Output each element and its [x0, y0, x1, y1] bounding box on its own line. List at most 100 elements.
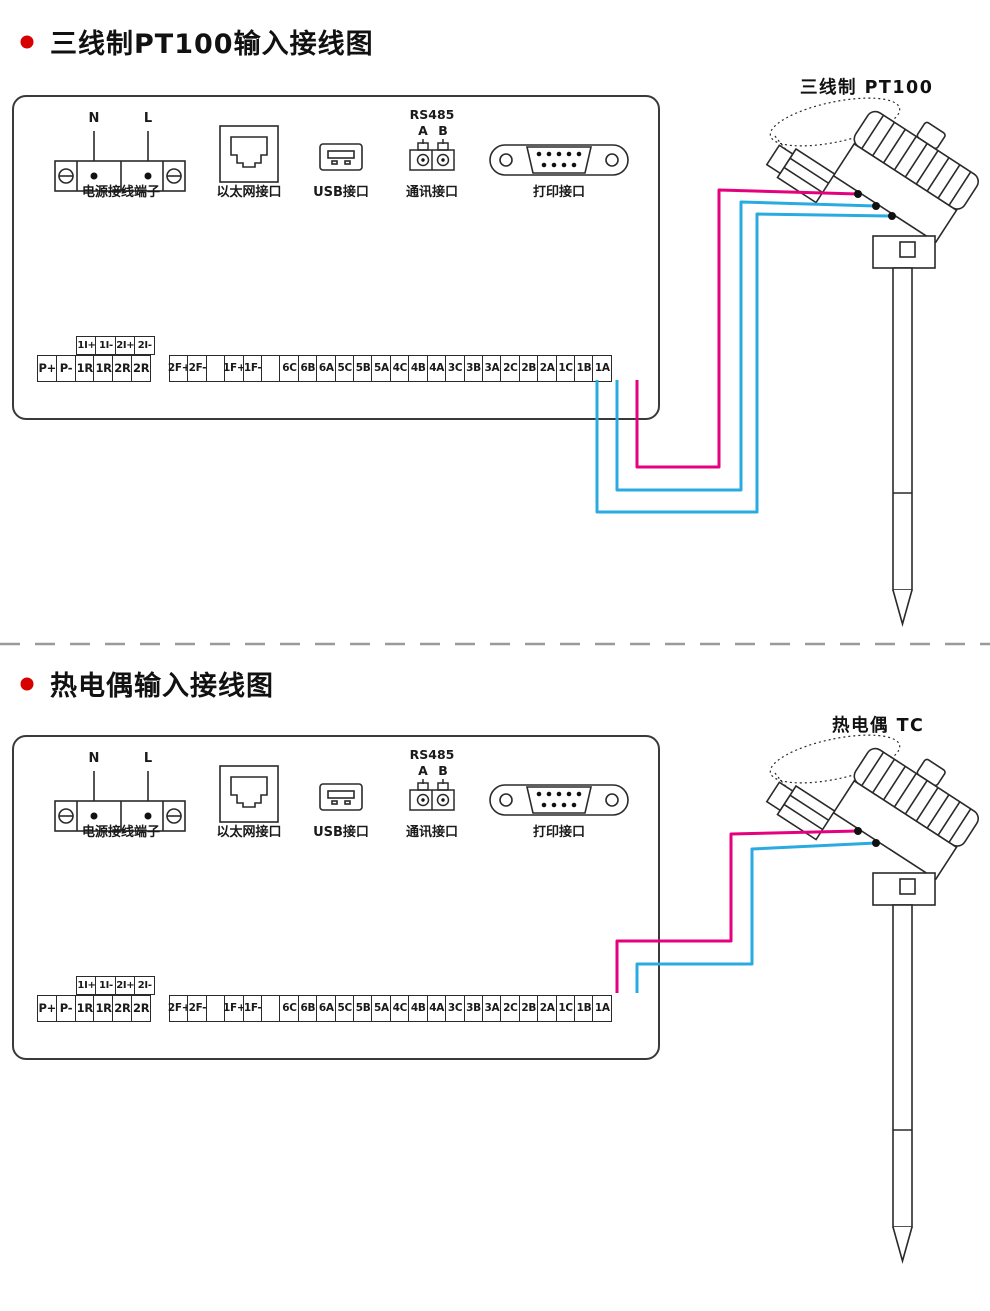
terminal-cell: 4B — [408, 995, 429, 1022]
terminal-cell: 2R — [130, 995, 152, 1022]
terminal-cell: 4C — [389, 995, 410, 1022]
printer-port-icon — [489, 784, 629, 816]
sensor-label-tc: 热电偶 TC — [832, 716, 925, 736]
terminal-cell: 1R — [74, 355, 95, 382]
terminal-cell: 1R — [93, 355, 114, 382]
terminal-cell: 2R — [112, 355, 133, 382]
terminal-cell: 2R — [112, 995, 133, 1022]
terminal-cell: 1R — [74, 995, 95, 1022]
printer-port-icon — [489, 144, 629, 176]
rs485-port-graphic — [409, 779, 455, 811]
power-terminal-graphic — [54, 131, 186, 192]
terminal-cell: 6A — [316, 995, 337, 1022]
terminal-cell: 2F+ — [168, 355, 191, 382]
terminal-cell: 2R — [130, 355, 152, 382]
terminal-cell: P+ — [37, 995, 58, 1022]
terminal-cell: 1A — [592, 355, 613, 382]
usb-label: USB接口 — [313, 825, 369, 840]
terminal-cell: 1A — [592, 995, 613, 1022]
section-title-pt100: 三线制PT100输入接线图 — [20, 22, 374, 61]
aux-terminal-strip: 1I+1I-2I+2I- — [76, 336, 156, 355]
power-l-label: L — [143, 111, 153, 126]
sensor-label-pt100: 三线制 PT100 — [800, 78, 934, 98]
terminal-cell: 3A — [481, 995, 502, 1022]
terminal-cell — [261, 995, 282, 1022]
terminal-cell: 3A — [481, 355, 502, 382]
terminal-cell: 1F+ — [223, 355, 246, 382]
terminal-cell: 2B — [518, 995, 539, 1022]
rs485-b-label: B — [438, 763, 448, 778]
ethernet-label: 以太网接口 — [216, 825, 282, 840]
terminal-cell: 6B — [297, 355, 318, 382]
terminal-cell: 5B — [353, 995, 374, 1022]
terminal-cell: P- — [55, 355, 77, 382]
terminal-cell: 2A — [537, 355, 558, 382]
rs485-b-label: B — [438, 123, 448, 138]
usb-port-icon — [319, 143, 363, 171]
printer-label: 打印接口 — [532, 825, 586, 840]
power-n-label: N — [88, 751, 100, 766]
terminal-cell: 2F+ — [168, 995, 191, 1022]
terminal-cell: 5B — [353, 355, 374, 382]
terminal-cell: 5C — [334, 995, 355, 1022]
terminal-cell: 2F- — [187, 355, 208, 382]
rs485-port-graphic — [409, 139, 455, 171]
terminal-cell: 1F- — [242, 355, 263, 382]
terminal-cell: 1I+ — [76, 336, 97, 355]
terminal-cell: 6B — [297, 995, 318, 1022]
terminal-cell: P+ — [37, 355, 58, 382]
section-title-tc: 热电偶输入接线图 — [20, 664, 274, 703]
power-l-label: L — [143, 751, 153, 766]
terminal-cell: 1F- — [242, 995, 263, 1022]
terminal-cell: 2A — [537, 995, 558, 1022]
device-panel: N L 电源接线端子 以太网接口 — [12, 95, 660, 420]
terminal-cell: 2B — [518, 355, 539, 382]
rs485-a-label: A — [418, 763, 428, 778]
terminal-cell: 4A — [426, 995, 447, 1022]
terminal-cell: 2C — [500, 995, 521, 1022]
terminal-cell: 2I- — [134, 976, 156, 995]
terminal-cell: 4B — [408, 355, 429, 382]
terminal-cell: 1B — [573, 355, 594, 382]
terminal-cell: 4C — [389, 355, 410, 382]
rs485-a-label: A — [418, 123, 428, 138]
terminal-cell: 6C — [279, 355, 300, 382]
usb-port-icon — [319, 783, 363, 811]
terminal-cell — [261, 355, 282, 382]
terminal-cell: 6C — [279, 995, 300, 1022]
section-title-text: 热电偶输入接线图 — [50, 671, 274, 702]
power-n-label: N — [88, 111, 100, 126]
terminal-cell: 1I- — [95, 976, 117, 995]
comm-label: 通讯接口 — [405, 185, 459, 200]
terminal-cell: 2I+ — [114, 976, 136, 995]
terminal-cell: 2C — [500, 355, 521, 382]
terminal-cell: 3B — [463, 355, 484, 382]
terminal-cell: 5A — [371, 355, 392, 382]
bullet-icon — [20, 677, 34, 690]
ethernet-label: 以太网接口 — [216, 185, 282, 200]
terminal-cell: P- — [55, 995, 77, 1022]
terminal-cell: 1B — [573, 995, 594, 1022]
comm-label: 通讯接口 — [405, 825, 459, 840]
terminal-cell: 1I+ — [76, 976, 97, 995]
tc-sensor-graphic — [730, 715, 980, 1295]
terminal-cell: 6A — [316, 355, 337, 382]
pt100-sensor-graphic — [730, 78, 980, 658]
terminal-cell: 1C — [555, 355, 576, 382]
terminal-cell: 1C — [555, 995, 576, 1022]
device-panel: N L 电源接线端子 以太网接口 — [12, 735, 660, 1060]
power-label: 电源接线端子 — [81, 825, 161, 840]
terminal-cell: 1I- — [95, 336, 117, 355]
usb-label: USB接口 — [313, 185, 369, 200]
terminal-cell: 5A — [371, 995, 392, 1022]
terminal-cell: 4A — [426, 355, 447, 382]
ethernet-port-icon — [219, 125, 279, 183]
bullet-icon — [20, 35, 34, 48]
terminal-cell: 1R — [93, 995, 114, 1022]
printer-label: 打印接口 — [532, 185, 586, 200]
terminal-cell: 2I- — [134, 336, 156, 355]
